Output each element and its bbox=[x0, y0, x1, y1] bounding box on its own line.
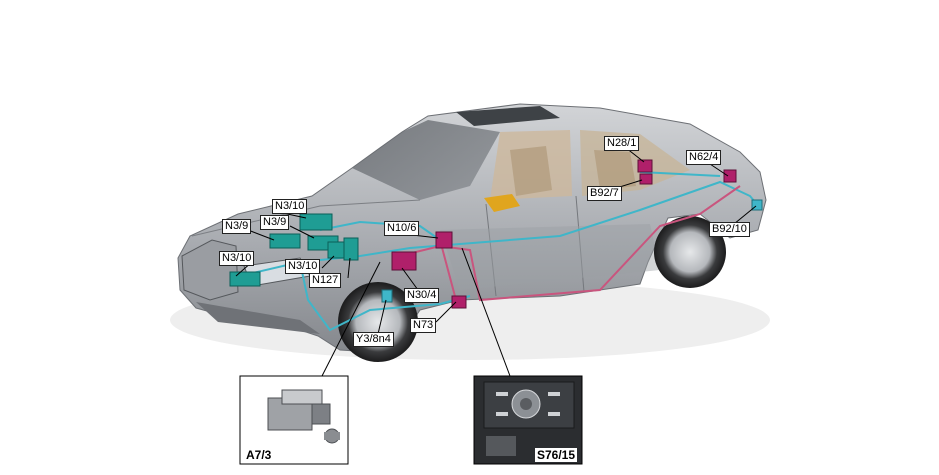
module-n3-9 bbox=[269, 233, 301, 249]
label-n73: N73 bbox=[410, 318, 437, 333]
light-switch-illustration bbox=[483, 381, 575, 456]
label-n62-4: N62/4 bbox=[686, 150, 722, 165]
rear-wheel bbox=[654, 216, 726, 288]
module-n10-6 bbox=[435, 231, 453, 249]
interior-seat bbox=[594, 150, 636, 190]
interior-seat bbox=[510, 146, 552, 196]
side-mirror bbox=[484, 194, 520, 212]
module-b92-10 bbox=[751, 199, 763, 211]
label-n3-10-mid: N3/10 bbox=[285, 259, 321, 274]
module-b92-7 bbox=[639, 173, 653, 185]
inset-label-a7-3: A7/3 bbox=[244, 448, 274, 462]
module-n127 bbox=[343, 237, 359, 261]
module-n3-10-left bbox=[229, 271, 261, 287]
lower-bumper bbox=[196, 302, 320, 334]
module-n62-4 bbox=[723, 169, 737, 183]
door-line bbox=[575, 195, 585, 293]
label-y3-8n4: Y3/8n4 bbox=[353, 332, 394, 347]
inset-label-s76-15: S76/15 bbox=[535, 448, 578, 462]
label-b92-7: B92/7 bbox=[587, 186, 622, 201]
label-n3-9-left: N3/9 bbox=[222, 219, 252, 234]
windshield bbox=[352, 120, 500, 200]
label-n3-9-mid: N3/9 bbox=[260, 215, 290, 230]
module-n28-1 bbox=[637, 159, 653, 173]
label-n3-10-left: N3/10 bbox=[219, 251, 255, 266]
door-line bbox=[485, 203, 497, 297]
module-y3-8n4 bbox=[381, 289, 393, 303]
label-n28-1: N28/1 bbox=[604, 136, 640, 151]
sunroof bbox=[456, 106, 560, 126]
module-n3-10-top bbox=[299, 213, 333, 231]
label-n10-6: N10/6 bbox=[384, 221, 420, 236]
module-n73 bbox=[451, 295, 467, 309]
label-n30-4: N30/4 bbox=[404, 288, 440, 303]
label-n127: N127 bbox=[309, 273, 342, 288]
label-b92-10: B92/10 bbox=[709, 222, 750, 237]
module-n30-4 bbox=[391, 251, 417, 271]
label-n3-10-top: N3/10 bbox=[272, 199, 308, 214]
abs-unit-illustration bbox=[267, 389, 340, 444]
